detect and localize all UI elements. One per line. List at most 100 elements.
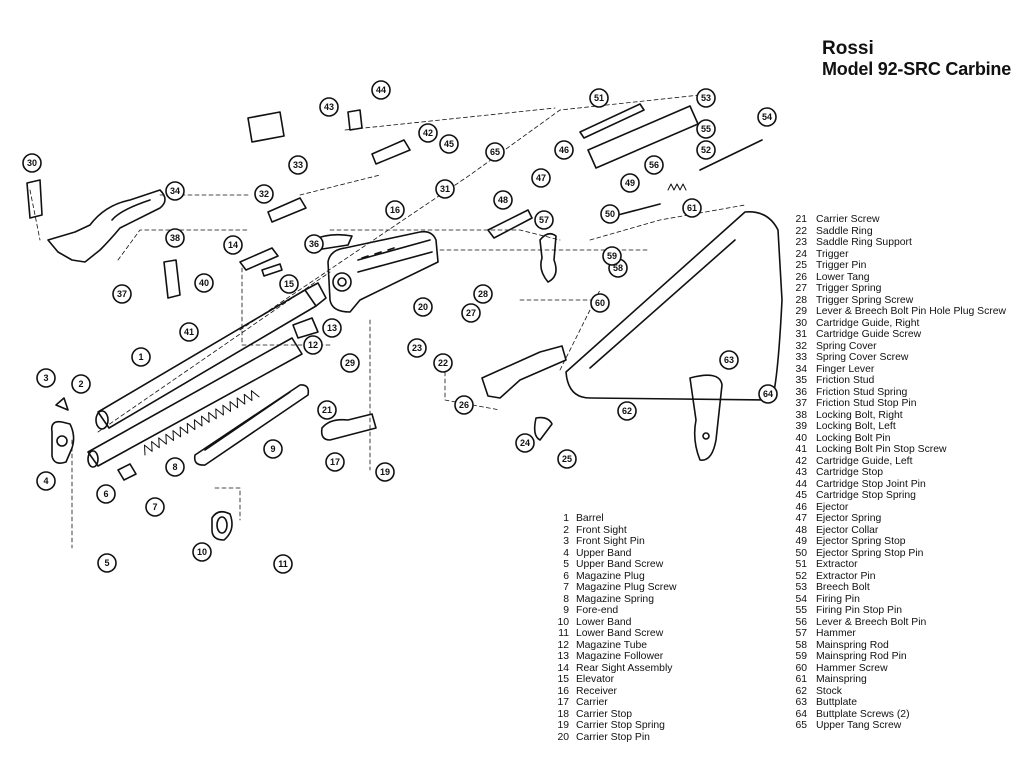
callout-circle [97, 553, 117, 573]
callout-circle [534, 210, 554, 230]
callout-circle [758, 384, 778, 404]
legend-part-number: 24 [795, 248, 807, 260]
title-line-2: Model 92-SRC Carbine [822, 59, 1012, 79]
legend-item: 61 Mainspring [792, 674, 1006, 686]
legend-part-name: Cartridge Guide, Right [816, 317, 920, 329]
legend-part-number: 58 [795, 639, 807, 651]
callout-circle [461, 303, 481, 323]
callout-circle [304, 234, 324, 254]
legend-part-number: 25 [795, 260, 807, 271]
part-callout-15: 15 [279, 274, 299, 294]
title-line-1: Rossi [822, 38, 874, 59]
stock [565, 211, 783, 401]
callout-circle [223, 235, 243, 255]
callout-number: 36 [309, 239, 319, 249]
callout-number: 45 [444, 139, 454, 149]
callout-number: 21 [322, 405, 332, 415]
part-callout-28: 28 [473, 284, 493, 304]
part-callout-36: 36 [304, 234, 324, 254]
callout-number: 56 [649, 160, 659, 170]
callout-number: 41 [184, 327, 194, 337]
legend-part-number: 23 [795, 237, 807, 248]
legend-part-number: 20 [557, 731, 569, 743]
legend-part-number: 50 [795, 547, 807, 559]
part-callout-10: 10 [192, 542, 212, 562]
legend-part-name: Front Sight Pin [576, 536, 645, 547]
callout-number: 62 [622, 406, 632, 416]
callout-circle [454, 395, 474, 415]
legend-part-name: Carrier Screw [816, 214, 880, 225]
fore-end [193, 384, 310, 466]
callout-number: 46 [559, 145, 569, 155]
legend-part-number: 45 [795, 490, 807, 501]
legend-part-name: Trigger Spring Screw [816, 294, 914, 306]
receiver [327, 230, 439, 313]
callout-circle [439, 134, 459, 154]
legend-part-number: 29 [795, 306, 807, 317]
legend-item: 21 Carrier Screw [792, 214, 1006, 226]
legend-part-name: Lever & Breech Bolt Pin Hole Plug Screw [816, 306, 1007, 317]
legend-part-name: Friction Stud [816, 375, 875, 386]
callout-circle [319, 97, 339, 117]
callout-circle [600, 204, 620, 224]
legend-part-name: Locking Bolt, Right [816, 409, 903, 421]
part-callout-4: 4 [36, 471, 56, 491]
part-callout-52: 52 [696, 140, 716, 160]
legend-part-number: 8 [563, 593, 569, 605]
firing-pin [699, 139, 763, 171]
callout-number: 6 [103, 489, 108, 499]
callout-number: 34 [170, 186, 180, 196]
callout-number: 51 [594, 93, 604, 103]
callout-circle [385, 200, 405, 220]
cartridge-guide-left [247, 111, 285, 143]
legend-part-name: Ejector Collar [816, 524, 879, 536]
legend-part-number: 61 [795, 674, 807, 685]
legend-part-number: 60 [795, 662, 807, 674]
callout-number: 48 [498, 195, 508, 205]
carrier-piece [371, 139, 411, 165]
magazine-tube [87, 337, 303, 468]
callout-number: 20 [418, 302, 428, 312]
legend-part-name: Cartridge Stop Joint Pin [816, 478, 926, 490]
legend-part-name: Locking Bolt Pin Stop Screw [816, 444, 947, 455]
part-callout-30: 30 [22, 153, 42, 173]
cartridge-guide-right [26, 179, 43, 219]
part-callout-21: 21 [317, 400, 337, 420]
buttplate [689, 374, 723, 461]
callout-circle [602, 246, 622, 266]
callout-number: 40 [199, 278, 209, 288]
callout-circle [165, 181, 185, 201]
rear-sight [239, 247, 279, 271]
callout-number: 1 [138, 352, 143, 362]
callout-circle [696, 140, 716, 160]
callout-number: 47 [536, 173, 546, 183]
callout-circle [288, 155, 308, 175]
part-callout-31: 31 [435, 179, 455, 199]
callout-circle [696, 119, 716, 139]
legend-part-name: Mainspring [816, 674, 867, 685]
legend-part-name: Barrel [576, 513, 604, 524]
callout-circle [644, 155, 664, 175]
callout-circle [71, 374, 91, 394]
legend-part-number: 21 [795, 214, 807, 225]
callout-number: 52 [701, 145, 711, 155]
